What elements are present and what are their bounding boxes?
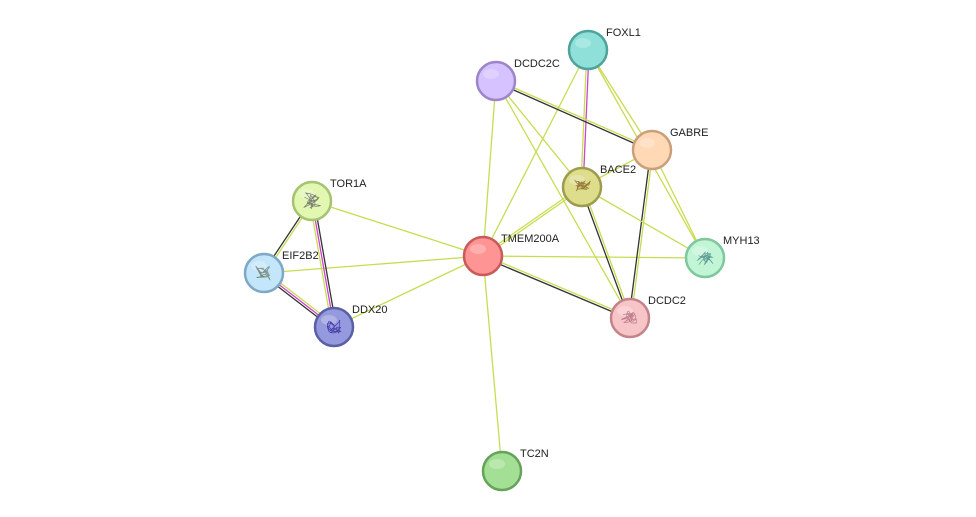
node-dcdc2c[interactable]: DCDC2C: [475, 58, 560, 102]
edge-DCDC2C-GABRE: [494, 79, 654, 152]
node-highlight: [251, 261, 267, 271]
edge-strand: [580, 186, 630, 320]
edge-TMEM200A-DCDC2: [481, 254, 632, 320]
edge-strand: [311, 200, 335, 328]
edge-strand: [333, 255, 484, 328]
edge-strand: [482, 254, 632, 318]
edge-TOR1A-DDX20: [309, 199, 337, 329]
edge-strand: [263, 255, 484, 274]
node-foxl1[interactable]: FOXL1: [567, 27, 641, 71]
edge-strand: [313, 199, 337, 328]
node-highlight: [470, 244, 486, 254]
node-label: DCDC2: [648, 295, 686, 307]
node-label: FOXL1: [606, 27, 641, 39]
node-gabre[interactable]: GABRE: [631, 127, 709, 171]
node-label: TMEM200A: [501, 233, 560, 245]
edge-TMEM200A-TOR1A: [311, 200, 484, 257]
edge-strand: [482, 49, 589, 257]
edge-strand: [495, 79, 654, 150]
node-label: DDX20: [352, 304, 387, 316]
edge-TMEM200A-EIF2B2: [263, 255, 484, 274]
node-tc2n[interactable]: TC2N: [481, 448, 549, 492]
protein-structure-icon: [326, 320, 342, 334]
node-highlight: [575, 38, 591, 48]
edge-strand: [311, 200, 484, 257]
node-circle[interactable]: [684, 237, 726, 279]
node-circle[interactable]: [481, 450, 523, 492]
protein-structure-icon: [303, 192, 321, 210]
node-label: EIF2B2: [282, 250, 319, 262]
node-bace2[interactable]: BACE2: [561, 164, 636, 208]
edge-DCDC2C-DCDC2: [495, 80, 631, 319]
protein-structure-icon: [255, 265, 271, 281]
edge-TMEM200A-TC2N: [482, 255, 503, 472]
node-ddx20[interactable]: DDX20: [313, 304, 387, 348]
node-circle[interactable]: [567, 29, 609, 71]
edge-strand: [481, 256, 631, 320]
node-highlight: [692, 246, 708, 256]
protein-structure-icon: [696, 251, 714, 266]
edge-strand: [582, 49, 590, 188]
node-label: TC2N: [520, 448, 549, 460]
node-highlight: [483, 69, 499, 79]
edge-strand: [482, 80, 497, 257]
edge-strand: [494, 81, 653, 152]
node-label: BACE2: [600, 164, 636, 176]
edge-strand: [582, 185, 632, 319]
edge-TMEM200A-DCDC2C: [482, 80, 497, 257]
edge-strand: [628, 149, 652, 319]
edge-TMEM200A-FOXL1: [482, 49, 589, 257]
edge-strand: [630, 149, 654, 319]
edge-strand: [309, 200, 333, 329]
edge-strand: [495, 80, 631, 319]
node-eif2b2[interactable]: EIF2B2: [243, 250, 319, 294]
node-label: GABRE: [670, 127, 709, 139]
node-circle[interactable]: [631, 129, 673, 171]
node-myh13[interactable]: MYH13: [684, 235, 760, 279]
node-highlight: [639, 138, 655, 148]
node-label: DCDC2C: [514, 58, 560, 70]
edge-BACE2-DCDC2: [580, 185, 632, 320]
edge-strand: [581, 186, 706, 259]
node-highlight: [321, 315, 337, 325]
node-label: TOR1A: [330, 178, 367, 190]
edge-GABRE-DCDC2: [628, 149, 654, 319]
nodes-layer: TMEM200AFOXL1DCDC2CGABREBACE2MYH13DCDC2T…: [243, 27, 760, 492]
node-circle[interactable]: [243, 252, 285, 294]
edge-BACE2-MYH13: [581, 186, 706, 259]
node-circle[interactable]: [462, 235, 504, 277]
protein-structure-icon: [620, 310, 637, 324]
edge-TMEM200A-MYH13: [482, 255, 706, 259]
edge-strand: [482, 255, 706, 259]
node-circle[interactable]: [475, 60, 517, 102]
protein-structure-icon: [574, 179, 591, 192]
edge-DCDC2C-BACE2: [495, 80, 583, 188]
node-highlight: [489, 459, 505, 469]
node-dcdc2[interactable]: DCDC2: [609, 295, 686, 339]
edge-TMEM200A-DDX20: [333, 255, 484, 328]
node-tmem200a[interactable]: TMEM200A: [462, 233, 560, 277]
edge-strand: [482, 255, 503, 472]
node-label: MYH13: [723, 235, 760, 247]
edge-strand: [495, 80, 583, 188]
node-tor1a[interactable]: TOR1A: [291, 178, 367, 222]
